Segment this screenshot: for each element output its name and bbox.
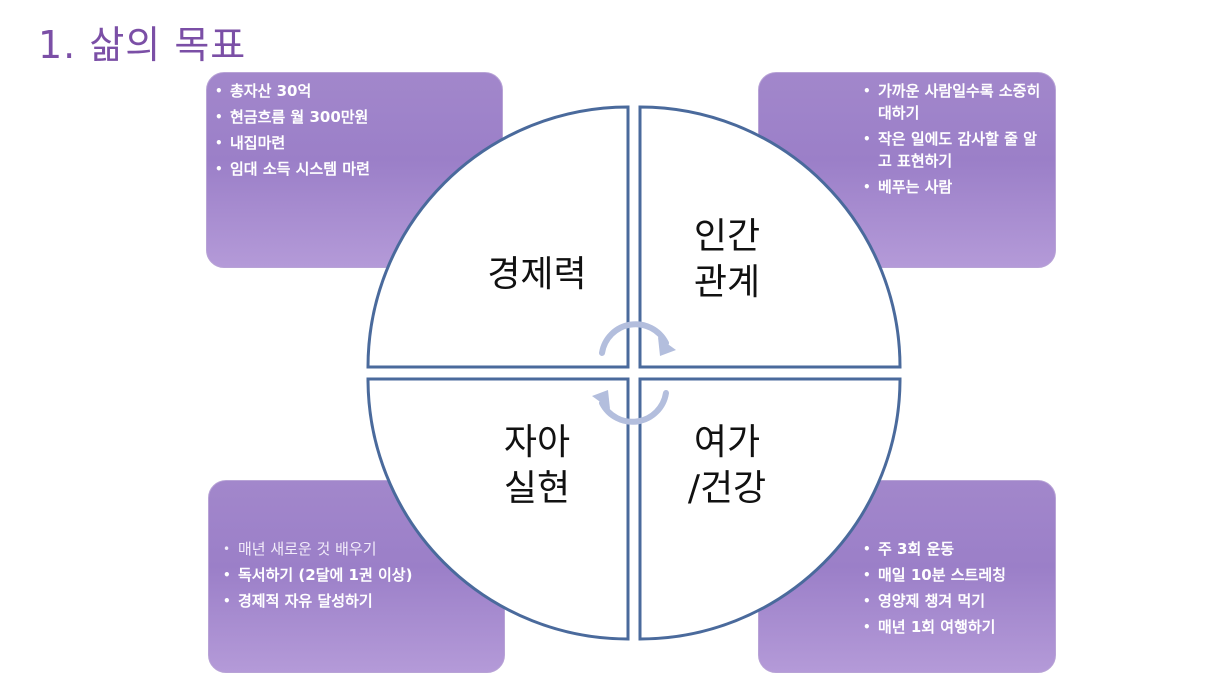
list-item: •가까운 사람일수록 소중히 대하기 [863,82,1041,122]
quadrant-bottom-right [638,377,902,641]
quadrant-top-right [638,105,902,369]
list-item: •매년 1회 여행하기 [863,618,996,636]
list-item: •매년 새로운 것 배우기 [223,540,377,558]
label-relationships: 인간 관계 [693,216,761,303]
quadrant-top-left [366,105,630,369]
list-item: •독서하기 (2달에 1권 이상) [223,566,413,584]
cycle-arrows-icon [599,321,669,425]
arrow-heads [592,337,676,409]
list-self-realization: •매년 새로운 것 배우기 •독서하기 (2달에 1권 이상) •경제적 자유 … [222,538,422,616]
list-item: •주 3회 운동 [863,540,955,558]
list-item: •베푸는 사람 [863,178,953,196]
label-economic-power: 경제력 [487,254,587,295]
list-economic-power: •총자산 30억 •현금흐름 월 300만원 •내집마련 •임대 소득 시스템 … [214,80,414,184]
label-self-realization: 자아 실현 [503,422,571,509]
list-item: •내집마련 [215,134,286,152]
list-item: •매일 10분 스트레칭 [863,566,1006,584]
list-item: •임대 소득 시스템 마련 [215,160,370,178]
list-item: •경제적 자유 달성하기 [223,592,373,610]
list-relationships: •가까운 사람일수록 소중히 대하기 •작은 일에도 감사할 줄 알고 표현하기… [862,80,1048,202]
quadrant-bottom-left [366,377,630,641]
page-title: 1. 삶의 목표 [38,23,247,67]
label-leisure-health: 여가 /건강 [687,422,767,509]
list-item: •현금흐름 월 300만원 [215,108,369,126]
list-item: •작은 일에도 감사할 줄 알고 표현하기 [863,130,1037,170]
list-item: •영양제 챙겨 먹기 [863,592,986,610]
list-item: •총자산 30억 [215,82,312,100]
list-leisure-health: •주 3회 운동 •매일 10분 스트레칭 •영양제 챙겨 먹기 •매년 1회 … [862,538,1048,642]
